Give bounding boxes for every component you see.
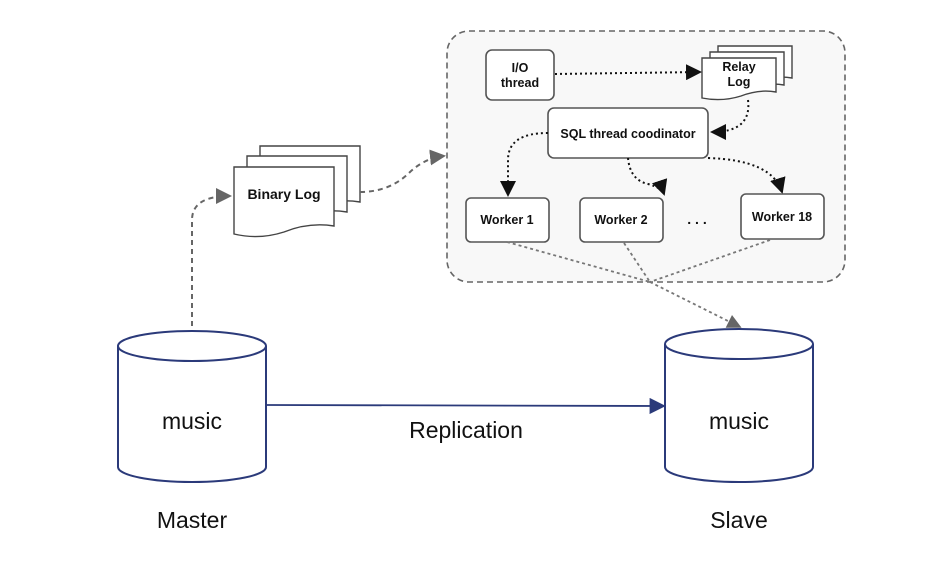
relay-log-label-line1: Relay <box>722 60 755 74</box>
slave-caption: Slave <box>710 507 768 533</box>
relay-log-document <box>701 45 793 101</box>
sql-to-worker18-arrow <box>707 157 786 194</box>
master-database-cylinder <box>117 330 267 483</box>
binary-log-document <box>233 145 361 238</box>
binary-log-label: Binary Log <box>247 186 320 202</box>
worker-18-label: Worker 18 <box>752 210 812 224</box>
relay-log-label-line2: Log <box>728 75 751 89</box>
sql-to-worker2-arrow <box>627 157 668 196</box>
io-to-relay-arrow <box>554 64 702 81</box>
worker-2-label: Worker 2 <box>594 213 647 227</box>
io-thread-label-line2: thread <box>501 76 539 90</box>
io-thread-box <box>485 49 555 101</box>
replication-label: Replication <box>409 417 523 443</box>
worker2-to-slave-arrow <box>623 242 651 283</box>
slave-db-label: music <box>709 408 769 434</box>
master-to-binlog-arrow <box>191 188 232 326</box>
sql-coordinator-label: SQL thread coodinator <box>560 127 695 141</box>
workers-ellipsis: . . . <box>687 211 706 227</box>
binlog-to-slave-arrow <box>359 149 446 193</box>
master-caption: Master <box>157 507 228 533</box>
merge-to-slave-arrow <box>649 281 742 328</box>
slave-database-cylinder <box>664 328 814 483</box>
worker-1-label: Worker 1 <box>480 213 533 227</box>
replication-arrow <box>266 397 666 415</box>
worker1-to-slave-arrow <box>506 241 651 283</box>
io-thread-label-line1: I/O <box>512 61 529 75</box>
worker-18-box <box>740 193 825 240</box>
worker-2-box <box>579 197 664 243</box>
relay-to-sql-arrow <box>710 99 750 140</box>
master-db-label: music <box>162 408 222 434</box>
